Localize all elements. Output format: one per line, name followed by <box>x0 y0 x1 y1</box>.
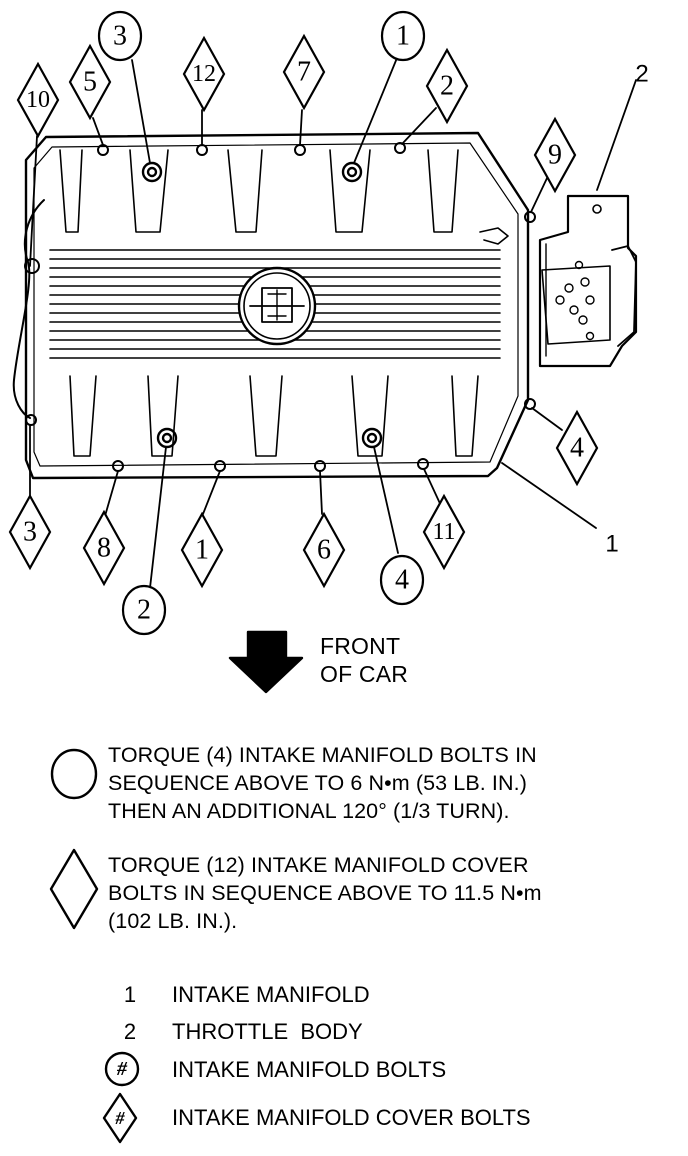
legend-bolt-symbol: # <box>116 1058 128 1080</box>
cover-bolt-1-label: 1 <box>195 535 209 566</box>
throttle-body <box>538 194 638 368</box>
cover-torque-note: TORQUE (12) INTAKE MANIFOLD COVER BOLTS … <box>108 851 542 935</box>
cover-bolt-9-label: 9 <box>548 140 562 171</box>
front-arrow <box>228 630 304 694</box>
legend-key-2: 2 <box>123 1019 137 1044</box>
cover-bolt-2-marker <box>425 47 469 125</box>
cover-torque-line-2: BOLTS IN SEQUENCE ABOVE TO 11.5 N•m <box>108 881 542 905</box>
note-circle-icon <box>50 748 98 800</box>
cover-bolt-7-marker <box>282 33 326 111</box>
lower-runners <box>69 375 479 457</box>
cover-bolt-8-label: 8 <box>97 533 111 564</box>
cover-bolt-12-label: 12 <box>192 61 216 87</box>
cover-bolt-6-marker <box>302 511 346 589</box>
manifold-bolts <box>141 161 383 449</box>
manifold-bolt-1-label: 1 <box>396 21 410 52</box>
legend-label-throttle-body: THROTTLE BODY <box>172 1019 363 1044</box>
manifold-bolt-4-label: 4 <box>395 565 409 596</box>
bolt-torque-note: TORQUE (4) INTAKE MANIFOLD BOLTS IN SEQU… <box>108 741 537 825</box>
legend-cover-bolt-icon <box>102 1092 138 1144</box>
legend-cover-bolt-symbol: # <box>115 1108 126 1128</box>
cadillac-emblem <box>237 266 317 346</box>
cover-bolt-4-label: 4 <box>570 433 584 464</box>
manifold-bolt-2-marker <box>121 584 167 636</box>
left-hose <box>12 199 45 419</box>
upper-runners <box>59 149 509 245</box>
legend-key-1: 1 <box>123 982 137 1007</box>
manifold-bolt-3-label: 3 <box>113 21 127 52</box>
manifold-bolt-4-marker <box>379 554 425 606</box>
cover-torque-line-1: TORQUE (12) INTAKE MANIFOLD COVER <box>108 853 529 877</box>
cover-bolt-6-label: 6 <box>317 535 331 566</box>
cover-bolt-10-marker <box>16 61 60 139</box>
legend-label-cover-bolts: INTAKE MANIFOLD COVER BOLTS <box>172 1105 531 1130</box>
legend-label-intake-manifold: INTAKE MANIFOLD <box>172 982 370 1007</box>
legend-label-manifold-bolts: INTAKE MANIFOLD BOLTS <box>172 1057 447 1082</box>
manifold-bolt-3-marker <box>97 10 143 62</box>
cover-bolt-3-label: 3 <box>23 517 37 548</box>
cover-bolt-7-label: 7 <box>297 57 311 88</box>
cover-bolt-3-marker <box>8 493 52 571</box>
front-label-line-2: OF CAR <box>320 661 409 687</box>
legend-bolt-icon <box>104 1051 140 1087</box>
throttle-body-callout: 2 <box>635 61 648 88</box>
cover-bolt-5-label: 5 <box>83 67 97 98</box>
cover-bolt-4-marker <box>555 409 599 487</box>
cover-bolt-10-label: 10 <box>26 87 50 113</box>
cover-bolt-5-marker <box>68 43 112 121</box>
bolt-torque-line-2: SEQUENCE ABOVE TO 6 N•m (53 LB. IN.) <box>108 771 527 795</box>
manifold-bolt-2-label: 2 <box>137 595 151 626</box>
cover-bolt-11-label: 11 <box>432 519 455 545</box>
cover-torque-line-3: (102 LB. IN.). <box>108 909 238 933</box>
manifold-bolt-1-marker <box>380 10 426 62</box>
bolt-torque-line-3: THEN AN ADDITIONAL 120° (1/3 TURN). <box>108 799 510 823</box>
note-diamond-icon <box>49 848 99 930</box>
leader-lines <box>29 57 637 589</box>
cover-bolt-8-marker <box>82 509 126 587</box>
cover-bolt-12-marker <box>182 35 226 113</box>
cover-bolt-1-marker <box>180 511 224 589</box>
cover-bolt-2-label: 2 <box>440 71 454 102</box>
front-label-line-1: FRONT <box>320 633 401 659</box>
cover-bolt-9-marker <box>533 116 577 194</box>
front-of-car-label: FRONT OF CAR <box>320 632 408 688</box>
intake-manifold-callout: 1 <box>605 531 618 558</box>
manifold-inner-outline <box>33 142 519 467</box>
cover-bolt-11-marker <box>422 493 466 571</box>
bolt-torque-line-1: TORQUE (4) INTAKE MANIFOLD BOLTS IN <box>108 743 537 767</box>
